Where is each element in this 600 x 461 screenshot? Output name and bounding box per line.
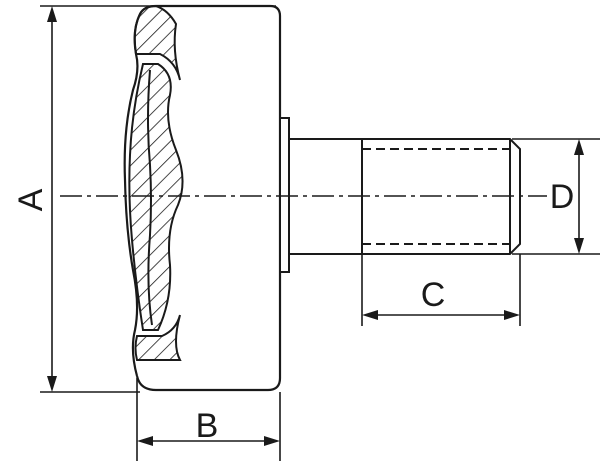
dim-D-arrow-bottom: [574, 238, 584, 254]
dimension-label-D: D: [550, 178, 575, 216]
dim-C-arrow-right: [504, 310, 520, 320]
dimension-label-C: C: [421, 276, 446, 314]
hatch-top-cap: [133, 4, 181, 81]
knob-outline: [135, 4, 282, 392]
dim-D-arrow-top: [574, 139, 584, 155]
dimension-D: [512, 138, 600, 255]
dimension-label-A: A: [12, 188, 50, 211]
inner-wave-line: [147, 69, 153, 326]
dim-B-arrow-right: [264, 436, 280, 446]
hatch-bottom-cap: [134, 314, 182, 361]
dimension-A: [40, 5, 276, 393]
dimension-B: [136, 378, 281, 461]
dim-A-arrow-bottom: [47, 376, 57, 392]
dim-B-arrow-left: [137, 436, 153, 446]
hub-flange: [279, 117, 290, 273]
knob-section-hatch: [128, 4, 184, 361]
hatch-wave-blade: [128, 63, 184, 331]
dim-A-arrow-top: [47, 6, 57, 22]
dimension-label-B: B: [196, 407, 219, 445]
dim-C-arrow-left: [362, 310, 378, 320]
dimension-D-label-bg: [547, 175, 577, 215]
dimension-C: [361, 254, 521, 326]
